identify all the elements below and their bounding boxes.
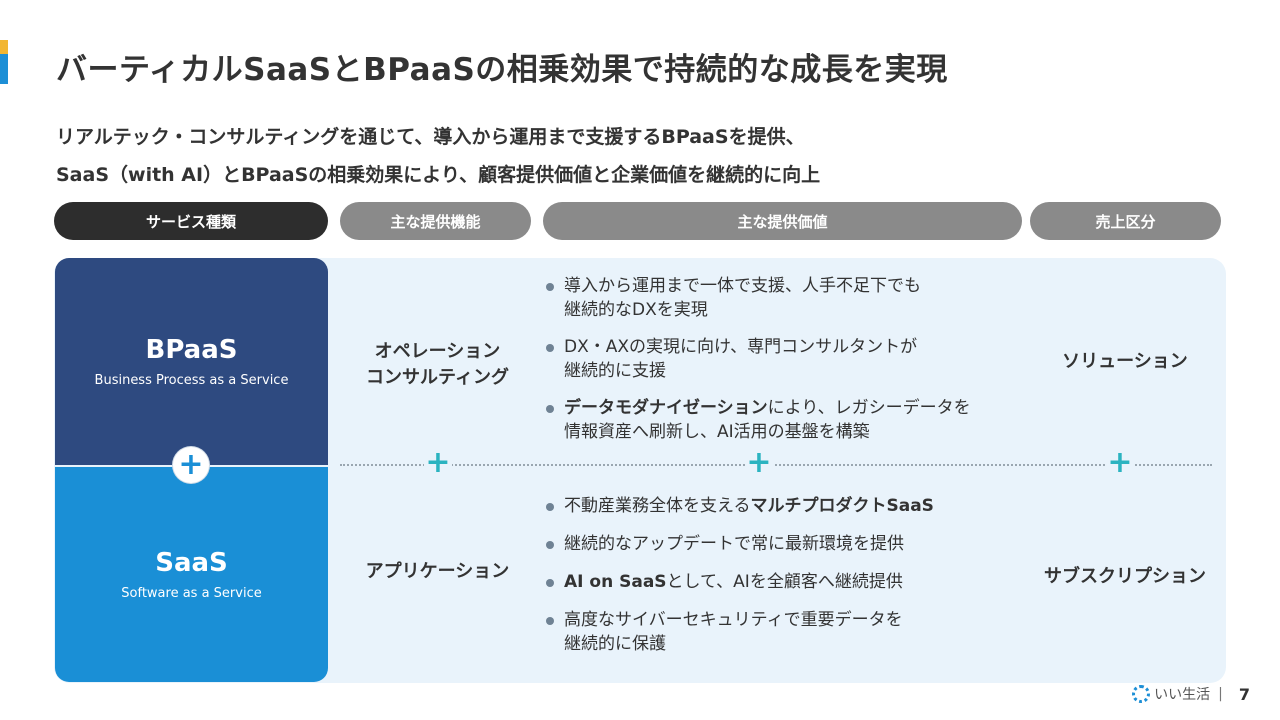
plus-circle-icon: + (173, 447, 209, 483)
saas-revenue: サブスクリプション (1044, 566, 1206, 587)
bullet-bold-text: AI on SaaS (564, 572, 667, 592)
bpaas-title: BPaaS (145, 335, 238, 365)
list-item: 継続的なアップデートで常に最新環境を提供 (545, 532, 1025, 556)
bullet-text: DX・AXの実現に向け、専門コンサルタントが (564, 337, 918, 357)
saas-function: アプリケーション (365, 561, 510, 582)
bpaas-revenue: ソリューション (1062, 351, 1188, 372)
bullet-text: 導入から運用まで一体で支援、人手不足下でも (564, 276, 921, 296)
header-main-value: 主な提供価値 (543, 202, 1022, 240)
brand-name: いい生活 (1154, 687, 1211, 703)
bullet-text: 継続的に支援 (564, 361, 666, 381)
page-subtitle: リアルテック・コンサルティングを通じて、導入から運用まで支援するBPaaSを提供… (56, 118, 820, 194)
header-main-function: 主な提供機能 (340, 202, 531, 240)
saas-card: SaaS Software as a Service (55, 467, 328, 682)
accent-bar-icon (0, 40, 8, 84)
list-item: データモダナイゼーションにより、レガシーデータを 情報資産へ刷新し、AI活用の基… (545, 396, 1025, 444)
footer: いい生活 | 7 (1132, 683, 1250, 705)
bullet-text: 継続的なアップデートで常に最新環境を提供 (564, 534, 904, 554)
bullet-text: 継続的に保護 (564, 634, 666, 654)
list-item: AI on SaaSとして、AIを全顧客へ継続提供 (545, 570, 1025, 594)
header-revenue: 売上区分 (1030, 202, 1221, 240)
list-item: 高度なサイバーセキュリティで重要データを 継続的に保護 (545, 608, 1025, 656)
bullet-text: として、AIを全顧客へ継続提供 (666, 572, 903, 592)
subtitle-line-2: SaaS（with AI）とBPaaSの相乗効果により、顧客提供価値と企業価値を… (56, 164, 821, 186)
bullet-text: 継続的なDXを実現 (564, 300, 708, 320)
plus-icon: + (424, 445, 452, 480)
page-title: バーティカルSaaSとBPaaSの相乗効果で持続的な成長を実現 (56, 52, 948, 88)
bpaas-value-list: 導入から運用まで一体で支援、人手不足下でも 継続的なDXを実現 DX・AXの実現… (545, 274, 1025, 444)
row-divider (340, 464, 1212, 466)
subtitle-line-1: リアルテック・コンサルティングを通じて、導入から運用まで支援するBPaaSを提供… (56, 126, 805, 148)
footer-separator: | (1218, 686, 1223, 702)
plus-icon: + (745, 445, 773, 480)
saas-title: SaaS (155, 548, 228, 578)
bpaas-function: オペレーション コンサルティング (340, 339, 535, 391)
bullet-text: により、レガシーデータを (767, 398, 971, 418)
list-item: 不動産業務全体を支えるマルチプロダクトSaaS (545, 494, 1025, 518)
header-service-type: サービス種類 (54, 202, 328, 240)
list-item: DX・AXの実現に向け、専門コンサルタントが 継続的に支援 (545, 335, 1025, 383)
bpaas-fullname: Business Process as a Service (94, 373, 289, 388)
bullet-text: 不動産業務全体を支える (564, 496, 751, 516)
bullet-bold-text: マルチプロダクトSaaS (750, 496, 934, 516)
brand-logo: いい生活 (1132, 684, 1210, 704)
bullet-bold-text: データモダナイゼーション (564, 398, 768, 418)
saas-fullname: Software as a Service (121, 586, 262, 601)
bullet-text: 情報資産へ刷新し、AI活用の基盤を構築 (564, 422, 870, 442)
ring-logo-icon (1132, 685, 1151, 703)
bullet-text: 高度なサイバーセキュリティで重要データを (564, 610, 903, 630)
plus-icon: + (1106, 445, 1134, 480)
saas-value-list: 不動産業務全体を支えるマルチプロダクトSaaS 継続的なアップデートで常に最新環… (545, 494, 1025, 656)
bpaas-function-line-1: オペレーション (374, 341, 501, 362)
bpaas-function-line-2: コンサルティング (366, 367, 509, 388)
bpaas-card: BPaaS Business Process as a Service (55, 258, 328, 465)
list-item: 導入から運用まで一体で支援、人手不足下でも 継続的なDXを実現 (545, 274, 1025, 322)
page-number: 7 (1238, 684, 1250, 704)
